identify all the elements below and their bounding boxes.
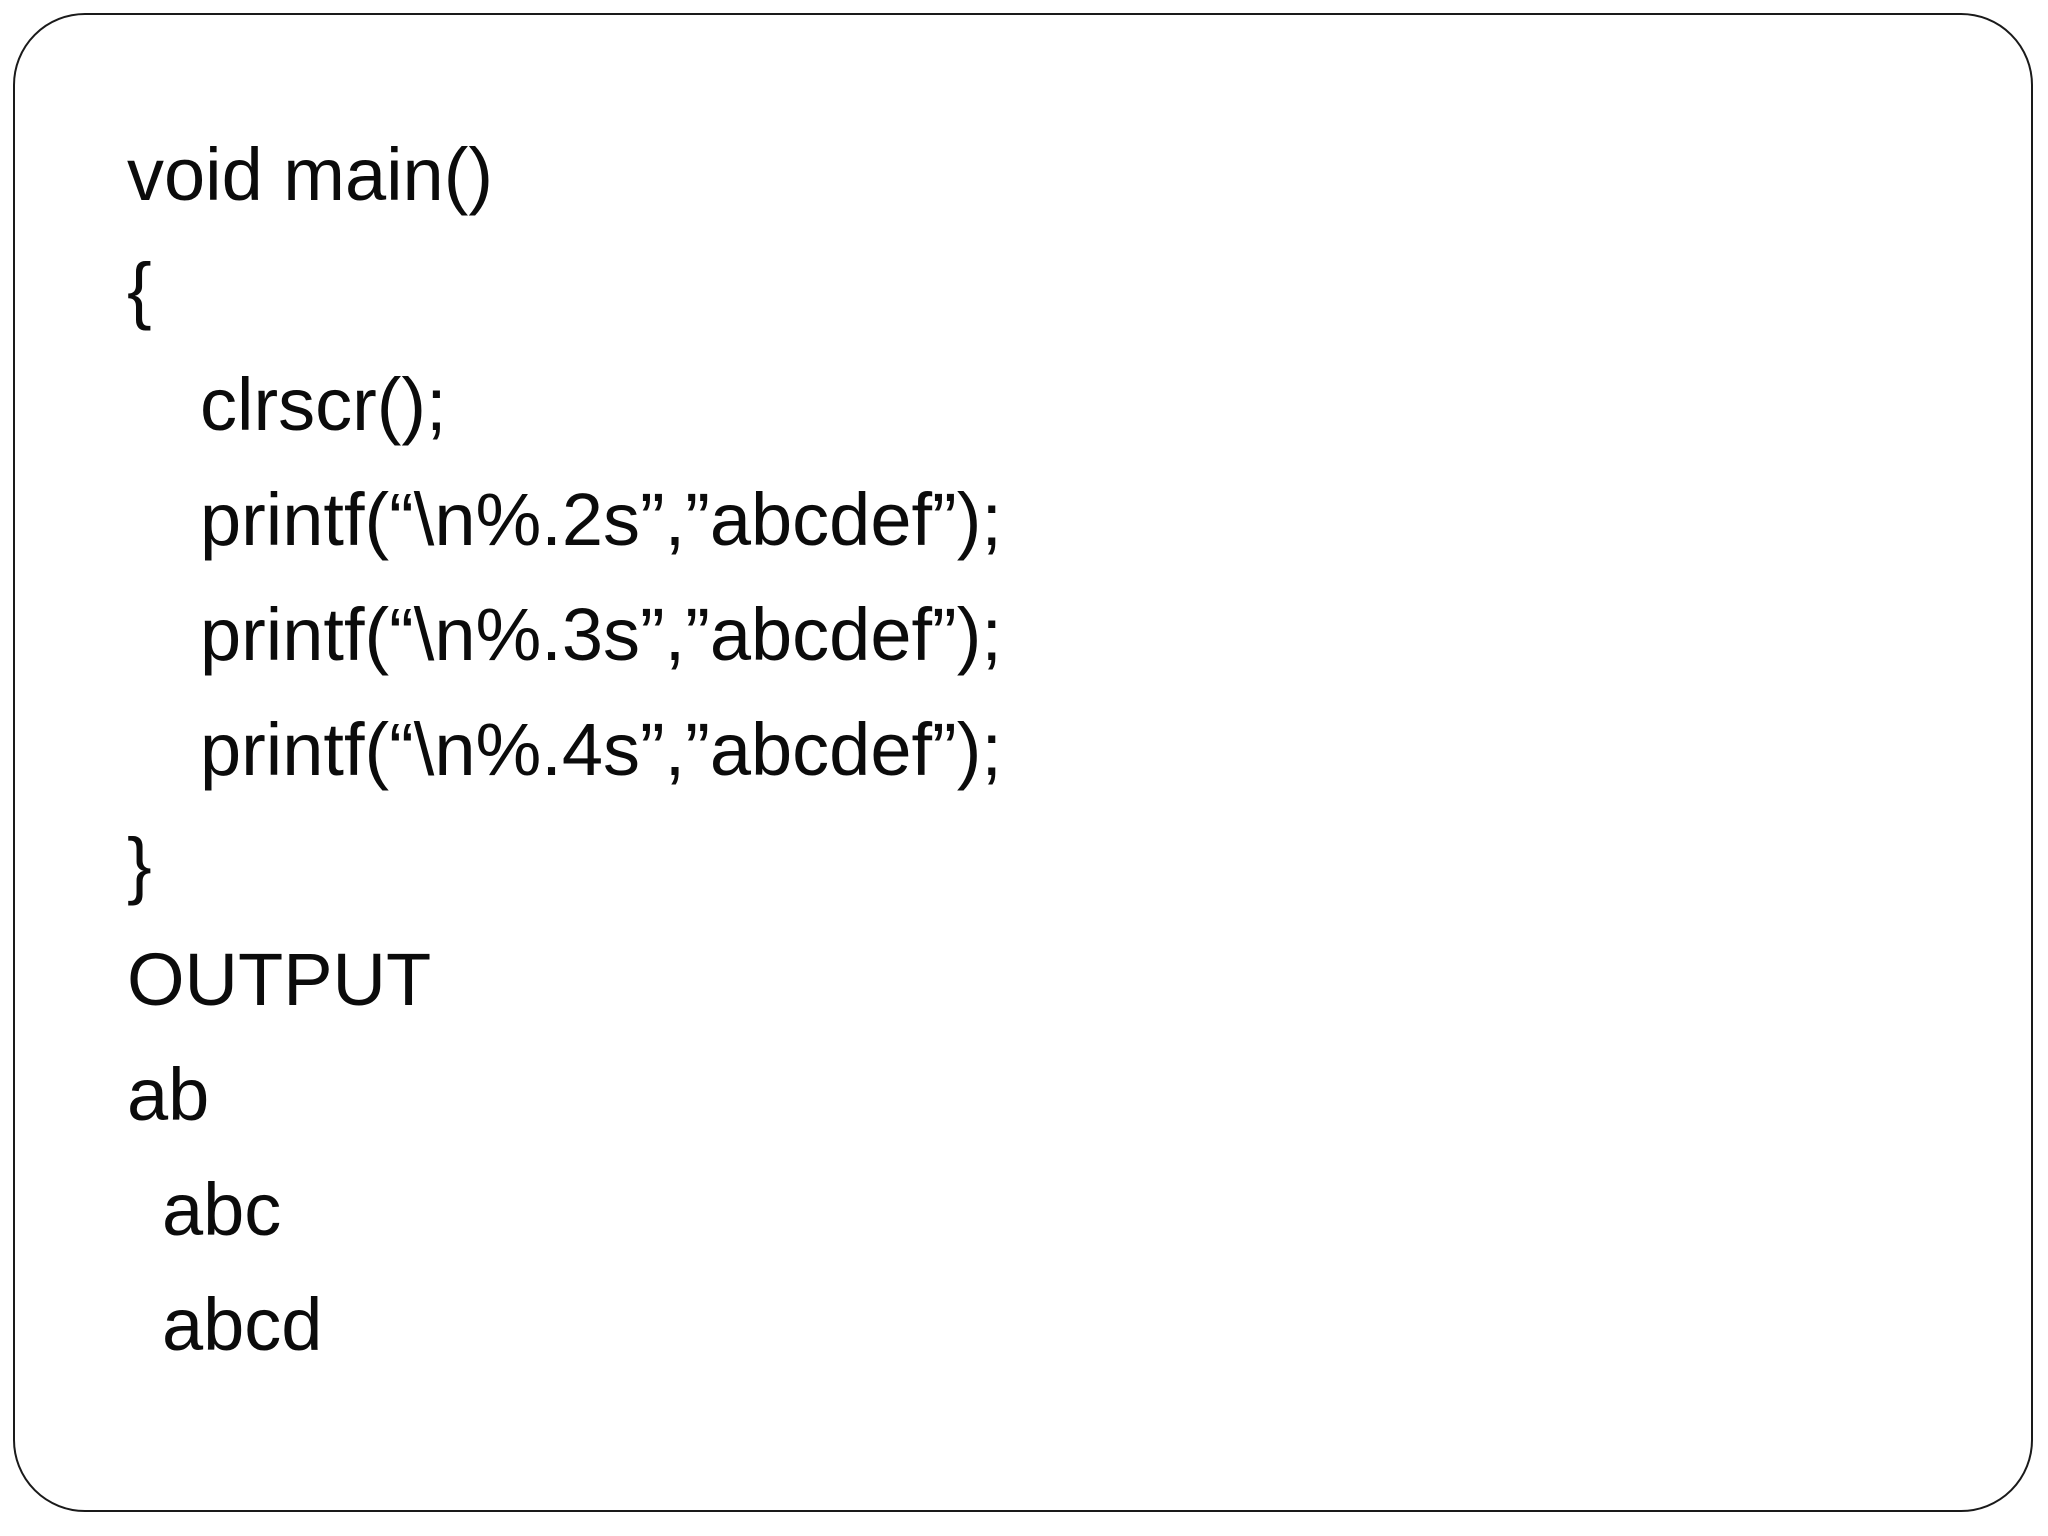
code-line-clrscr: clrscr(); (200, 363, 447, 446)
code-line-open-brace: { (127, 248, 152, 331)
output-line-abc: abc (162, 1168, 282, 1251)
output-line-abcd: abcd (162, 1283, 323, 1366)
code-line-printf-4s: printf(“\n%.4s”,”abcdef”); (200, 708, 1002, 791)
output-line-ab: ab (127, 1053, 210, 1136)
slide-border (13, 13, 2033, 1512)
code-line-printf-3s: printf(“\n%.3s”,”abcdef”); (200, 593, 1002, 676)
output-heading: OUTPUT (127, 938, 432, 1021)
code-line-void-main: void main() (127, 133, 493, 216)
code-and-output-block: void main() { clrscr(); printf(“\n%.2s”,… (0, 117, 2048, 1382)
code-line-printf-2s: printf(“\n%.2s”,”abcdef”); (200, 478, 1002, 561)
code-line-close-brace: } (127, 823, 152, 906)
